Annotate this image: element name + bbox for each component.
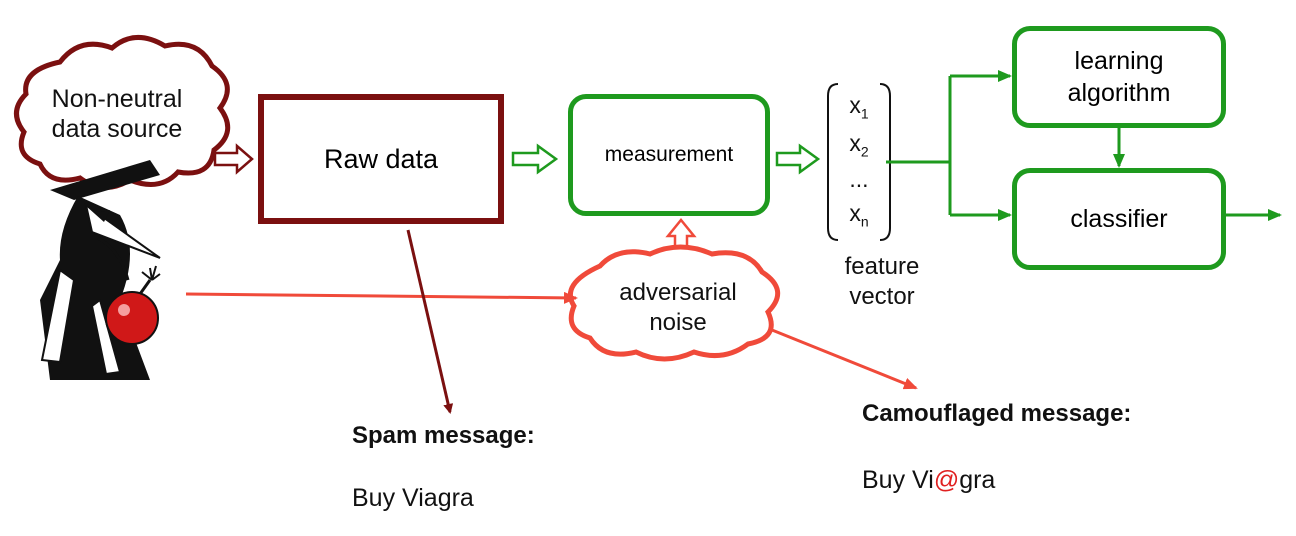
source-cloud-label: Non-neutral data source [34, 84, 200, 144]
feature-ellipsis: ... [849, 166, 869, 192]
source-to-raw-arrow [213, 143, 254, 175]
feature-x2: x2 [849, 130, 869, 160]
measurement-box: measurement [568, 94, 770, 216]
source-cloud-line2: data source [51, 115, 183, 143]
feature-caption-line2: vector [849, 283, 915, 310]
classifier-label: classifier [1070, 204, 1168, 233]
spy-to-noise-arrow [185, 291, 578, 304]
spam-text: Buy Viagra [352, 484, 474, 512]
measurement-to-vector-arrow [775, 143, 821, 175]
spy-figure-with-bomb-icon [40, 160, 161, 380]
raw-to-spam-arrow [406, 229, 454, 414]
feature-vector-caption: feature vector [820, 252, 944, 312]
camouflaged-text: Buy Vi@gra [862, 466, 995, 495]
noise-line2: noise [649, 309, 707, 336]
spam-heading: Spam message: [352, 422, 535, 449]
raw-data-box: Raw data [258, 94, 504, 224]
noise-cloud-shape [567, 244, 780, 362]
noise-line1: adversarial [619, 279, 737, 306]
noise-to-camouflaged-arrow [771, 328, 918, 390]
noise-cloud-label: adversarial noise [592, 278, 764, 338]
learning-algorithm-box: learning algorithm [1012, 26, 1226, 128]
learning-line1: learning [1074, 47, 1164, 75]
camouflaged-heading: Camouflaged message: [862, 400, 1132, 427]
vector-to-classifier-connector [886, 76, 952, 215]
camouflaged-at-sign: @ [933, 466, 960, 494]
raw-to-measurement-arrow [511, 143, 559, 175]
source-cloud-line1: Non-neutral [51, 85, 183, 113]
feature-xn: xn [849, 200, 869, 230]
feature-caption-line1: feature [844, 253, 920, 280]
raw-data-label: Raw data [323, 143, 439, 174]
vector-left-bracket [827, 83, 839, 241]
learning-line2: algorithm [1067, 79, 1171, 107]
measurement-label: measurement [604, 143, 734, 166]
camouflaged-text-before: Buy Vi [862, 466, 934, 494]
classifier-box: classifier [1012, 168, 1226, 270]
camouflaged-text-after: gra [959, 466, 996, 494]
feature-vector: x1 x2 ... xn [832, 82, 886, 242]
source-cloud-shape [14, 35, 231, 190]
feature-x1: x1 [849, 92, 869, 122]
